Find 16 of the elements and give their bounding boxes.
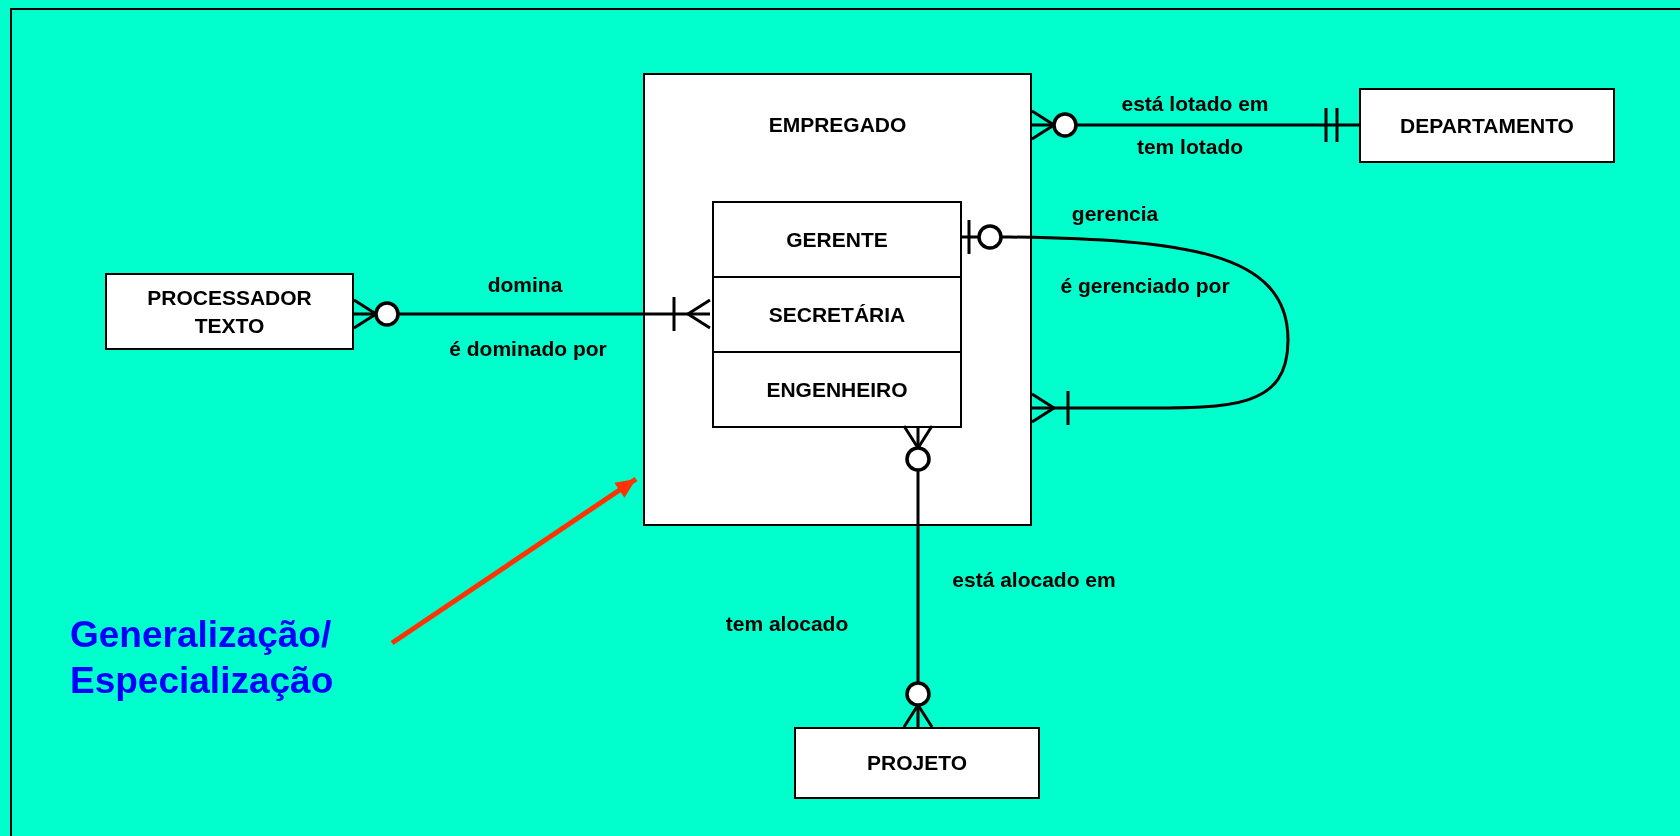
- annotation-text: Generalização/ Especialização: [70, 612, 392, 712]
- entity-name: PROCESSADOR TEXTO: [146, 285, 313, 339]
- entity-box: [794, 727, 1040, 799]
- entity-name: SECRETÁRIA: [768, 301, 906, 328]
- entity-name: PROJETO: [867, 750, 967, 777]
- entity-box: [1359, 88, 1615, 163]
- entity-name: GERENTE: [786, 226, 888, 253]
- entity-name: DEPARTAMENTO: [1400, 112, 1574, 139]
- arrow: [390, 476, 638, 646]
- entity-box: [643, 73, 1032, 526]
- entity-name: EMPREGADO: [768, 112, 907, 138]
- entity-name: ENGENHEIRO: [766, 376, 908, 403]
- entity-box: [712, 276, 962, 353]
- entity-box: [105, 273, 354, 350]
- entity-box: [712, 201, 962, 278]
- entity-box: [712, 351, 962, 428]
